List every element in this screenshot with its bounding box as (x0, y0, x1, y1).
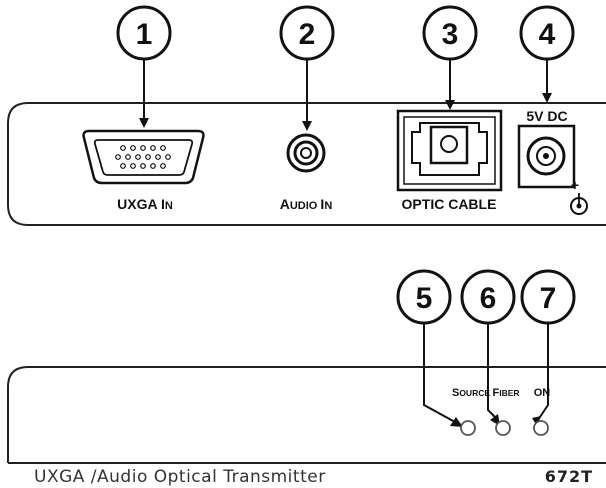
product-title: UXGA /Audio Optical Transmitter (34, 467, 326, 487)
svg-text:6: 6 (480, 282, 497, 315)
svg-text:2: 2 (299, 18, 316, 51)
on-led-indicator (533, 420, 549, 436)
model-number: 672T (545, 467, 593, 486)
svg-text:7: 7 (540, 282, 557, 315)
source-led-label: SOURCE (452, 387, 490, 399)
on-led-label: ON (534, 387, 551, 399)
source-led-indicator (460, 420, 476, 436)
svg-text:3: 3 (442, 18, 459, 51)
callout-3: 3 (422, 5, 478, 110)
callout-2: 2 (279, 5, 335, 131)
uxga-in-label: UXGA IN (117, 196, 173, 212)
optic-cable-label: OPTIC CABLE (402, 196, 497, 212)
uxga-in-connector-icon (82, 129, 205, 185)
callout-6: 6 (460, 269, 516, 426)
fiber-led-label: FIBER (492, 387, 519, 399)
svg-text:4: 4 (539, 18, 556, 51)
audio-in-jack-icon (286, 133, 326, 173)
audio-in-label: AUDIO IN (280, 196, 333, 212)
callout-5: 5 (396, 269, 463, 427)
callout-4: 4 (519, 5, 575, 103)
front-panel-outline (7, 366, 606, 463)
power-dc-jack-icon (517, 124, 576, 189)
callout-7: 7 (520, 269, 576, 426)
optic-cable-connector-icon (396, 109, 503, 192)
svg-text:5: 5 (416, 282, 433, 315)
svg-text:1: 1 (136, 18, 153, 51)
rear-panel-outline (7, 102, 606, 226)
svg-text:+: + (571, 177, 579, 193)
fiber-led-indicator (495, 420, 511, 436)
polarity-symbol-icon: + (570, 177, 588, 215)
callout-1: 1 (116, 5, 172, 128)
power-5v-dc-label: 5V DC (526, 108, 567, 124)
